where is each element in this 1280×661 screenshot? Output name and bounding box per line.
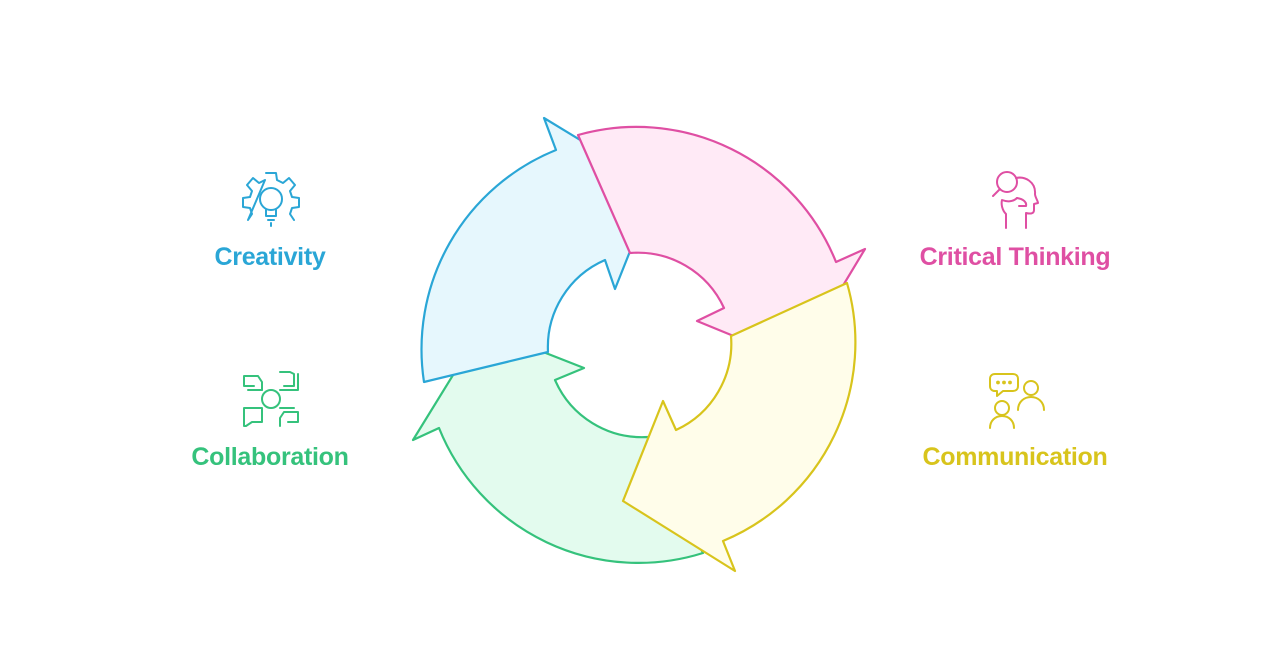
head-magnifier-icon xyxy=(992,171,1039,229)
creativity-cycle-arrow xyxy=(420,116,658,384)
joined-hands-icon xyxy=(243,371,299,427)
gear-lightbulb-icon xyxy=(242,172,300,227)
communication-label: Communication xyxy=(922,443,1108,471)
collaboration-label: Collaboration xyxy=(191,443,349,471)
critical-thinking-label: Critical Thinking xyxy=(919,243,1111,271)
communication-cycle-arrow xyxy=(621,281,857,573)
people-chat-icon xyxy=(989,373,1045,429)
creativity-label: Creativity xyxy=(214,243,326,271)
critical-thinking-cycle-arrow xyxy=(576,125,867,364)
